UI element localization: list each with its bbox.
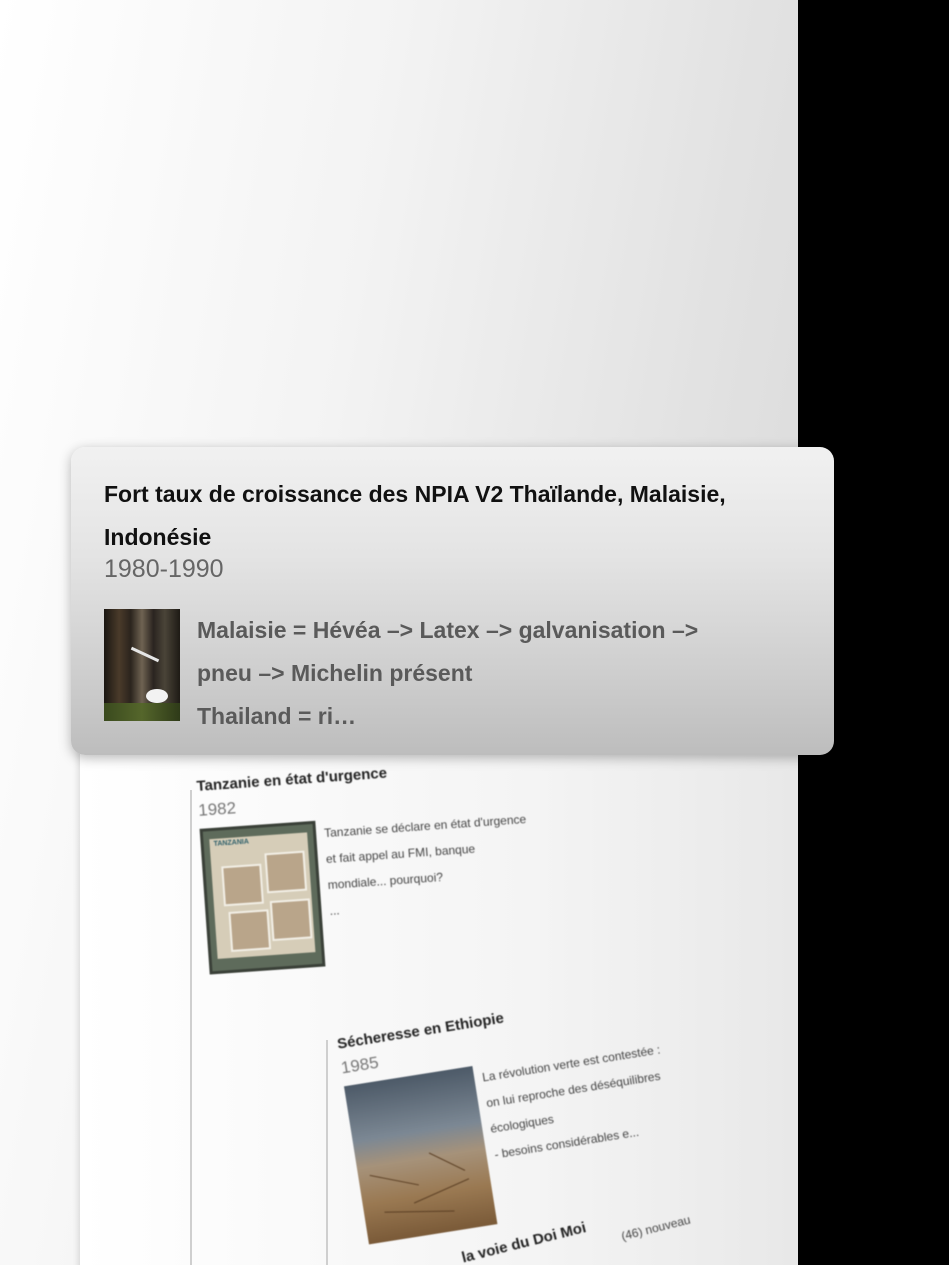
tanzania-stamp-image: TANZANIA: [199, 820, 326, 975]
event-description: La révolution verte est contestée : on l…: [481, 1042, 662, 1162]
event-description: Tanzanie se déclare en état d'urgence et…: [323, 812, 527, 918]
stamp-label: TANZANIA: [213, 838, 250, 848]
popover-line-3: Thailand = ri…: [197, 703, 357, 729]
popover-year: 1980-1990: [104, 555, 224, 583]
popover-description: Malaisie = Hévéa –> Latex –> galvanisati…: [197, 609, 807, 738]
timeline-axis-1: [190, 790, 192, 1265]
popover-title: Fort taux de croissance des NPIA V2 Thaï…: [104, 481, 726, 550]
popover-line-2: pneu –> Michelin présent: [197, 660, 473, 686]
popover-line-1: Malaisie = Hévéa –> Latex –> galvanisati…: [197, 617, 699, 643]
drought-cracked-earth-image: [343, 1066, 498, 1245]
event-detail-popover[interactable]: Fort taux de croissance des NPIA V2 Thaï…: [71, 447, 834, 755]
timeline-background-page: Tanzanie en état d'urgence 1982 TANZANIA…: [80, 750, 798, 1265]
rubber-tree-image: [104, 609, 180, 721]
timeline-event-tanzania[interactable]: Tanzanie en état d'urgence 1982 TANZANIA…: [196, 755, 535, 975]
timeline-event-ethiopia[interactable]: Sécheresse en Ethiopie 1985 La révolutio…: [336, 986, 683, 1245]
timeline-axis-2: [326, 1040, 328, 1265]
